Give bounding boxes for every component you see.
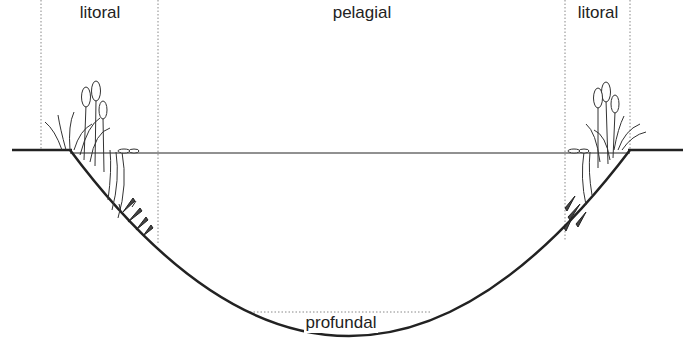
water-surface bbox=[70, 153, 630, 154]
zone-label: litoral bbox=[78, 4, 123, 23]
zone-label: profundal bbox=[304, 314, 379, 333]
left-vegetation bbox=[45, 81, 153, 236]
zone-label: litoral bbox=[576, 4, 621, 23]
zone-dividers bbox=[41, 0, 630, 312]
zone-label: pelagial bbox=[331, 4, 394, 23]
lake-basin bbox=[12, 150, 683, 336]
right-vegetation bbox=[564, 82, 646, 231]
